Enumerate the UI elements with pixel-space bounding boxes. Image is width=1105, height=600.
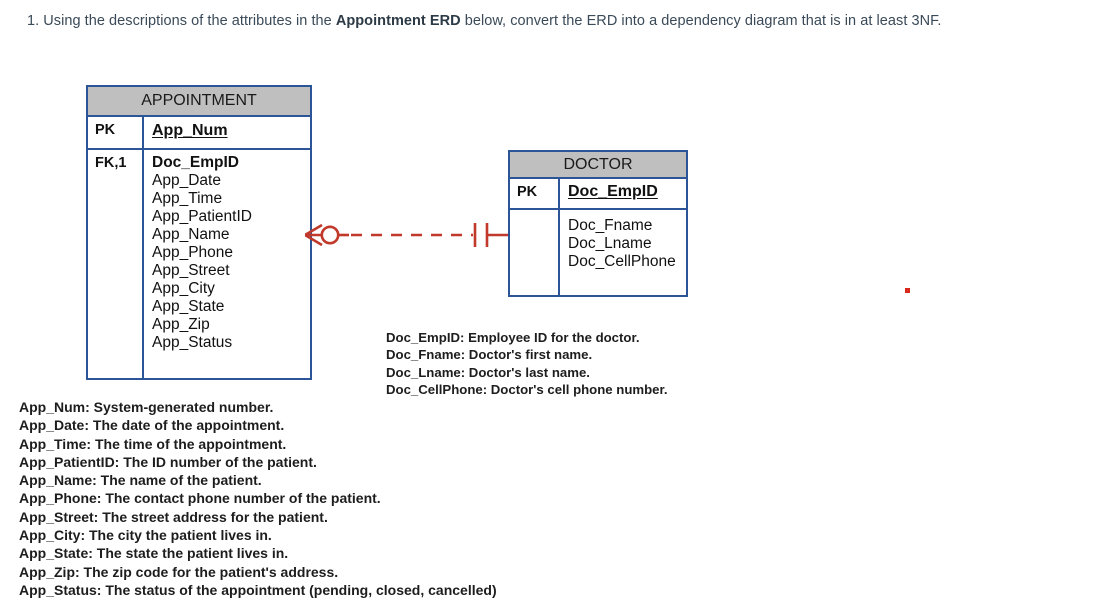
desc-app-name: App_Name: The name of the patient.	[19, 472, 262, 489]
desc-app-num: App_Num: System-generated number.	[19, 399, 274, 415]
pk-label-appointment: PK	[88, 117, 142, 150]
desc-app-time: App_Time: The time of the appointment.	[19, 435, 287, 452]
pk-attribute-appointment: App_Num	[142, 117, 310, 150]
desc-doc-cellphone: Doc_CellPhone: Doctor's cell phone numbe…	[386, 382, 668, 398]
erd-entity-appointment: APPOINTMENT PK App_Num FK,1 Doc_EmpID Ap…	[86, 85, 312, 380]
entity-pk-row-doctor: PK Doc_EmpID	[510, 179, 686, 210]
attribute-doc-cellphone: Doc_CellPhone	[568, 253, 676, 270]
attribute-list-doctor: Doc_Fname Doc_Lname Doc_CellPhone	[558, 210, 686, 295]
attribute-app-street: App_Street	[152, 262, 230, 279]
fk-label-appointment: FK,1	[95, 155, 127, 171]
entity-attribute-row-appointment: FK,1 Doc_EmpID App_Date App_Time App_Pat…	[88, 150, 310, 378]
erd-entity-doctor: DOCTOR PK Doc_EmpID Doc_Fname Doc_Lname …	[508, 150, 688, 297]
entity-pk-row-appointment: PK App_Num	[88, 117, 310, 150]
question-prompt: 1. Using the descriptions of the attribu…	[27, 11, 1077, 31]
desc-app-status: App_Status: The status of the appointmen…	[19, 581, 497, 598]
entity-attribute-row-doctor: Doc_Fname Doc_Lname Doc_CellPhone	[510, 210, 686, 295]
attribute-app-date: App_Date	[152, 172, 221, 189]
attribute-app-zip: App_Zip	[152, 316, 210, 333]
attribute-app-phone: App_Phone	[152, 244, 234, 261]
desc-app-state: App_State: The state the patient lives i…	[19, 545, 289, 562]
attribute-app-state: App_State	[152, 298, 225, 315]
attribute-app-num: App_Num	[152, 122, 228, 139]
attribute-app-status: App_Status	[152, 334, 233, 351]
attribute-doc-empid-fk: Doc_EmpID	[152, 154, 239, 171]
stray-red-dot-marker	[905, 288, 910, 293]
attribute-app-city: App_City	[152, 280, 215, 297]
attribute-list-appointment: Doc_EmpID App_Date App_Time App_PatientI…	[142, 150, 310, 378]
desc-app-phone: App_Phone: The contact phone number of t…	[19, 490, 381, 507]
appointment-attribute-descriptions: App_Num: System-generated number. App_Da…	[19, 398, 497, 599]
desc-app-city: App_City: The city the patient lives in.	[19, 527, 272, 544]
attribute-app-name: App_Name	[152, 226, 230, 243]
desc-app-date: App_Date: The date of the appointment.	[19, 417, 285, 434]
question-prompt-emphasis: Appointment ERD	[335, 13, 461, 29]
question-prompt-prefix: 1. Using the descriptions of the attribu…	[27, 13, 336, 29]
entity-title-doctor: DOCTOR	[510, 152, 686, 179]
attribute-app-time: App_Time	[152, 190, 223, 207]
one-and-only-one-icon	[473, 223, 508, 247]
desc-app-patientid: App_PatientID: The ID number of the pati…	[19, 453, 317, 470]
desc-doc-empid: Doc_EmpID: Employee ID for the doctor.	[386, 330, 640, 345]
desc-doc-lname: Doc_Lname: Doctor's last name.	[386, 364, 590, 380]
fk-label-doctor	[510, 210, 558, 295]
desc-app-street: App_Street: The street address for the p…	[19, 508, 328, 525]
attribute-doc-fname: Doc_Fname	[568, 217, 653, 234]
attribute-doc-empid: Doc_EmpID	[568, 183, 658, 200]
crows-foot-zero-or-many-icon	[304, 223, 349, 247]
erd-relationship-connector	[304, 212, 515, 258]
doctor-attribute-descriptions: Doc_EmpID: Employee ID for the doctor. D…	[386, 329, 668, 399]
pk-label-doctor: PK	[510, 179, 558, 210]
desc-app-zip: App_Zip: The zip code for the patient's …	[19, 563, 339, 580]
question-prompt-suffix: below, convert the ERD into a dependency…	[460, 13, 942, 29]
attribute-app-patientid: App_PatientID	[152, 208, 252, 225]
attribute-doc-lname: Doc_Lname	[568, 235, 652, 252]
pk-attribute-doctor: Doc_EmpID	[558, 179, 686, 210]
desc-doc-fname: Doc_Fname: Doctor's first name.	[386, 347, 593, 363]
entity-title-appointment: APPOINTMENT	[88, 87, 310, 117]
